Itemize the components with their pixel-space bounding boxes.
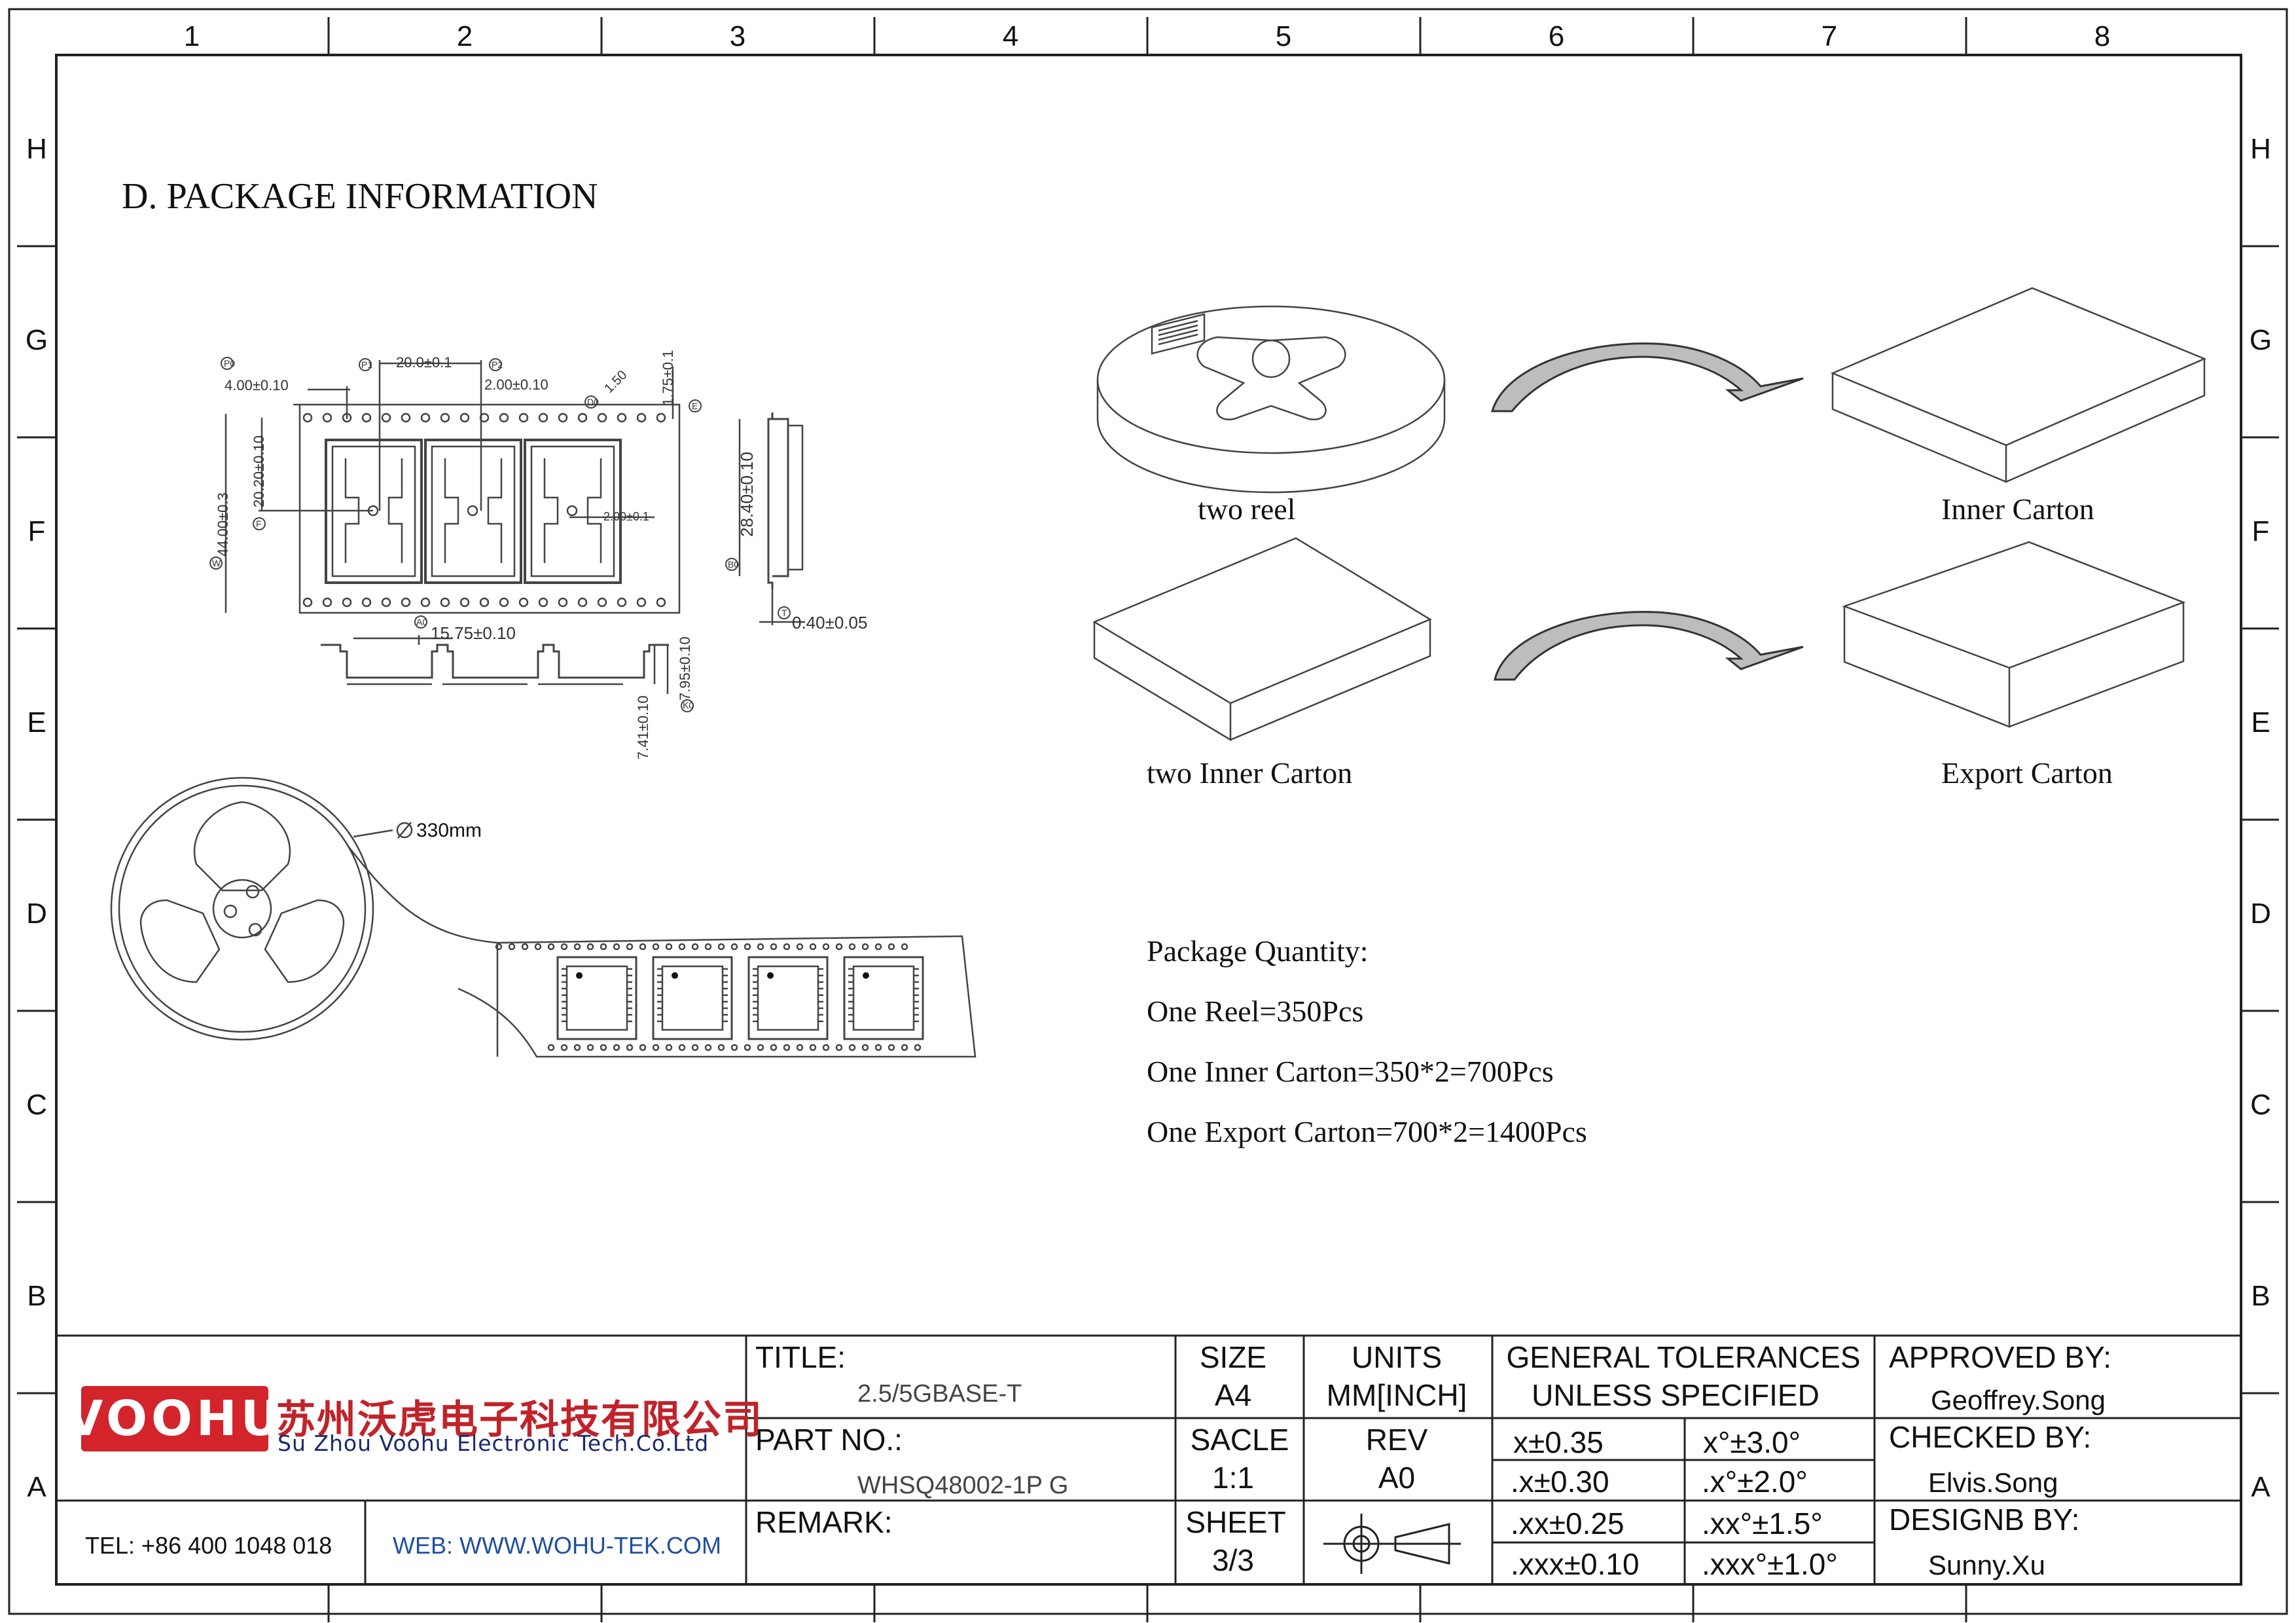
title-label: TITLE:	[755, 1340, 846, 1374]
zone-col-1: 1	[183, 20, 200, 52]
dim-p0: 4.00±0.10	[224, 377, 289, 393]
dim-d1: 2.00±0.1	[603, 510, 649, 523]
label-two-reel: two reel	[1198, 492, 1296, 526]
label-k0: K0	[683, 700, 694, 710]
zone-row-b-right: B	[2251, 1280, 2270, 1312]
title-value: 2.5/5GBASE-T	[857, 1380, 1022, 1408]
reel-diameter-label: 330mm	[416, 820, 482, 841]
size-label: SIZE	[1199, 1340, 1267, 1374]
checked-label: CHECKED BY:	[1889, 1420, 2092, 1454]
part-value: WHSQ48002-1P G	[857, 1472, 1069, 1499]
label-t: T	[781, 608, 787, 618]
scale-value: 1:1	[1212, 1461, 1254, 1495]
label-d0: D0	[587, 397, 599, 407]
label-e: E	[692, 401, 698, 411]
zone-row-c: C	[26, 1089, 47, 1121]
zone-col-2: 2	[456, 20, 473, 52]
label-p2: P2	[492, 359, 503, 370]
tolerance-title-1: GENERAL TOLERANCES	[1506, 1340, 1861, 1374]
zone-row-g: G	[25, 324, 48, 356]
quantity-title: Package Quantity:	[1147, 934, 1369, 968]
approved-value: Geoffrey.Song	[1931, 1385, 2106, 1415]
units-label: UNITS	[1352, 1340, 1442, 1374]
tolerance-linear-1: .x±0.30	[1511, 1465, 1609, 1499]
checked-value: Elvis.Song	[1928, 1467, 2058, 1498]
zone-col-6: 6	[1548, 20, 1565, 52]
designed-label: DESIGNB BY:	[1889, 1503, 2080, 1537]
size-value: A4	[1214, 1378, 1252, 1412]
company-tel: TEL: +86 400 1048 018	[85, 1532, 332, 1559]
label-p1: P1	[361, 359, 373, 370]
tolerance-linear-2: .xx±0.25	[1511, 1506, 1624, 1541]
label-export-carton: Export Carton	[1941, 756, 2113, 790]
zone-row-d: D	[26, 898, 47, 930]
tolerance-angular-0: x°±3.0°	[1703, 1425, 1801, 1459]
designed-value: Sunny.Xu	[1928, 1550, 2046, 1580]
tolerance-linear-0: x±0.35	[1513, 1425, 1604, 1459]
label-inner-carton: Inner Carton	[1941, 492, 2094, 526]
company-name-cn: 苏州沃虎电子科技有限公司	[276, 1397, 763, 1443]
zone-row-a-right: A	[2251, 1471, 2270, 1503]
sheet-label: SHEET	[1185, 1505, 1286, 1539]
tolerance-angular-1: .x°±2.0°	[1702, 1465, 1808, 1499]
zone-col-7: 7	[1821, 20, 1838, 52]
dim-a0: 15.75±0.10	[431, 623, 516, 643]
section-heading: D. PACKAGE INFORMATION	[122, 176, 598, 217]
scale-label: SACLE	[1190, 1423, 1289, 1457]
company-name-en: Su Zhou Voohu Electronic Tech.Co.Ltd	[278, 1431, 709, 1456]
part-label: PART NO.:	[755, 1423, 903, 1457]
zone-col-4: 4	[1002, 20, 1019, 52]
label-w: W	[212, 558, 221, 568]
label-two-inner-carton: two Inner Carton	[1147, 756, 1353, 790]
quantity-inner: One Inner Carton=350*2=700Pcs	[1147, 1055, 1554, 1088]
zone-row-f: F	[27, 515, 46, 547]
zone-col-5: 5	[1275, 20, 1292, 52]
quantity-reel: One Reel=350Pcs	[1147, 994, 1364, 1028]
zone-row-g-right: G	[2249, 324, 2272, 356]
zone-row-h-right: H	[2250, 133, 2271, 165]
zone-col-3: 3	[729, 20, 746, 52]
dim-p1: 20.0±0.1	[396, 354, 452, 371]
zone-row-d-right: D	[2250, 898, 2271, 930]
remark-label: REMARK:	[755, 1505, 893, 1539]
label-p0: P0	[224, 358, 236, 369]
zone-col-8: 8	[2094, 20, 2111, 52]
sheet-value: 3/3	[1212, 1543, 1254, 1577]
label-a0: A0	[416, 617, 428, 627]
quantity-export: One Export Carton=700*2=1400Pcs	[1147, 1115, 1587, 1148]
zone-row-b: B	[27, 1280, 46, 1312]
zone-row-e: E	[27, 706, 46, 739]
approved-label: APPROVED BY:	[1889, 1340, 2112, 1374]
company-logo-text: VOOHU	[65, 1391, 284, 1447]
label-f: F	[256, 519, 262, 529]
company-logo: VOOHU	[65, 1386, 284, 1451]
tolerance-linear-3: .xxx±0.10	[1511, 1547, 1640, 1581]
tolerance-title-2: UNLESS SPECIFIED	[1532, 1378, 1820, 1412]
rev-label: REV	[1365, 1423, 1428, 1457]
label-b0: B0	[728, 559, 740, 570]
zone-row-e-right: E	[2251, 706, 2270, 739]
zone-row-a: A	[27, 1471, 46, 1503]
units-value: MM[INCH]	[1326, 1378, 1467, 1412]
zone-row-h: H	[26, 133, 47, 165]
tolerance-angular-2: .xx°±1.5°	[1702, 1506, 1823, 1541]
zone-row-c-right: C	[2250, 1089, 2271, 1121]
rev-value: A0	[1378, 1461, 1416, 1495]
tolerance-angular-3: .xxx°±1.0°	[1702, 1547, 1838, 1581]
dim-p2: 2.00±0.10	[484, 376, 548, 393]
company-web[interactable]: WEB: WWW.WOHU-TEK.COM	[393, 1532, 721, 1559]
dim-t: 0.40±0.05	[792, 613, 868, 632]
projection-symbol-icon	[1323, 1514, 1461, 1574]
zone-row-f-right: F	[2251, 515, 2270, 547]
